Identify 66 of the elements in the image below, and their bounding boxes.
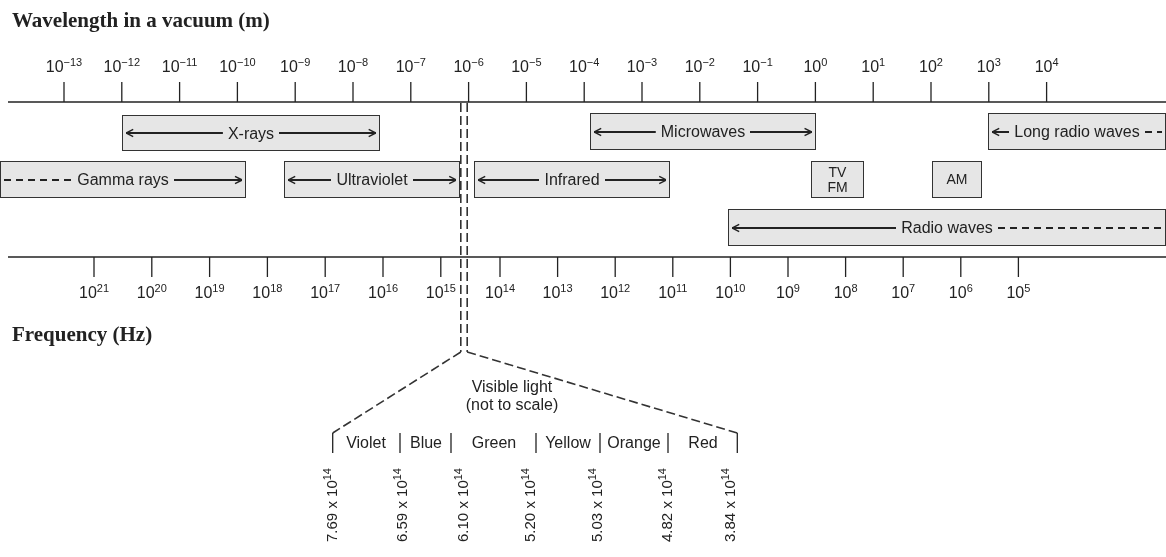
spectrum-band	[811, 161, 864, 198]
spectrum-band	[474, 161, 670, 198]
tick-label: 10$^{11}$	[658, 284, 688, 302]
tick-label: 10$^{21}$	[79, 284, 109, 302]
dashed-guide-line	[466, 351, 739, 434]
tick-label: 10$^{12}$	[600, 284, 631, 302]
color-name: Yellow	[545, 434, 591, 452]
tick-label: 10$^{19}$	[194, 284, 225, 302]
tick-label: 10$^{−5}$	[511, 58, 542, 76]
band-label: Long radio waves	[1013, 124, 1141, 139]
band-label: TV FM	[826, 164, 849, 195]
tick-label: 10$^{3}$	[976, 58, 1001, 76]
tick-label: 10$^{−9}$	[280, 58, 311, 76]
tick-label: 10$^{5}$	[1006, 284, 1031, 302]
tick-label: 10$^{9}$	[776, 284, 800, 302]
band-label: Infrared	[543, 172, 601, 187]
color-name: Red	[688, 434, 718, 452]
tick-label: 10$^{−12}$	[103, 58, 141, 76]
tick-label: 10$^{−11}$	[161, 58, 198, 76]
band-label: AM	[945, 172, 969, 187]
dashed-guide-line	[331, 351, 462, 434]
axis-title: Frequency (Hz)	[12, 322, 153, 346]
tick-label: 10$^{20}$	[136, 284, 167, 302]
color-name: Violet	[346, 434, 386, 452]
spectrum-band	[590, 113, 816, 150]
tick-label: 10$^{7}$	[891, 284, 916, 302]
band-label: Radio waves	[900, 220, 994, 235]
color-scale	[332, 433, 738, 453]
tick-label: 10$^{10}$	[715, 284, 746, 302]
tick-label: 10$^{6}$	[948, 284, 973, 302]
tick-label: 10$^{16}$	[368, 284, 398, 302]
tick-label: 10$^{13}$	[542, 284, 573, 302]
tick-label: 10$^{−13}$	[45, 58, 83, 76]
section-caption: Visible light (not to scale)	[464, 378, 560, 414]
band-label: X-rays	[226, 125, 276, 141]
tick-label: 10$^{−10}$	[219, 58, 256, 76]
spectrum-band	[728, 209, 1166, 246]
axis-title: Wavelength in a vacuum (m)	[12, 8, 270, 32]
tick-label: 10$^{18}$	[252, 284, 283, 302]
band-label: Microwaves	[659, 124, 747, 139]
visible-light-strip	[460, 103, 468, 352]
tick-label: 10$^{4}$	[1034, 58, 1059, 76]
spectrum-band	[932, 161, 982, 198]
tick-label: 10$^{8}$	[833, 284, 858, 302]
tick-label: 10$^{14}$	[485, 284, 515, 302]
color-name: Blue	[410, 434, 442, 452]
spectrum-band	[988, 113, 1166, 150]
tick-label: 10$^{−2}$	[684, 58, 715, 76]
tick-label: 10$^{−8}$	[337, 58, 369, 76]
tick-label: 10$^{17}$	[310, 284, 341, 302]
band-label: Ultraviolet	[335, 172, 409, 187]
tick-label: 10$^{−7}$	[395, 58, 426, 76]
tick-label: 10$^{−1}$	[742, 58, 773, 76]
tick-label: 10$^{2}$	[919, 58, 943, 76]
spectrum-band	[284, 161, 460, 198]
tick-label: 10$^{15}$	[425, 284, 456, 302]
tick-label: 10$^{−6}$	[453, 58, 484, 76]
tick-label: 10$^{1}$	[861, 58, 886, 76]
spectrum-band	[0, 161, 246, 198]
color-name: Orange	[607, 434, 661, 452]
color-name: Green	[471, 434, 517, 452]
tick-label: 10$^{−4}$	[569, 58, 600, 76]
tick-label: 10$^{−3}$	[626, 58, 658, 76]
band-label: Gamma rays	[76, 172, 170, 187]
spectrum-band	[122, 115, 380, 151]
tick-label: 10$^{0}$	[803, 58, 828, 76]
